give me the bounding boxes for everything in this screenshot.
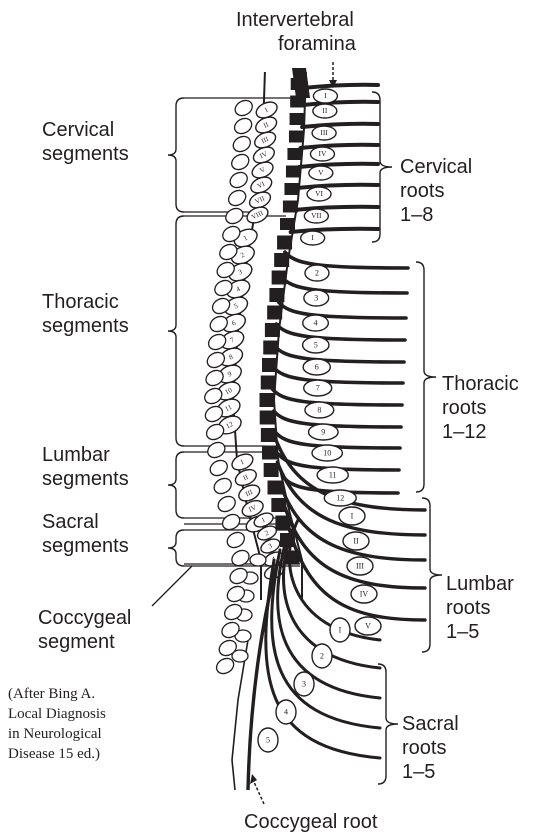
vertebral-body: [289, 131, 304, 143]
cervical-root: [303, 102, 378, 105]
vertebral-body: [261, 428, 276, 442]
sacral-vertebra-label: 5: [266, 735, 270, 744]
thoracic-vertebra-label: 6: [315, 362, 319, 371]
thoracic-root: [285, 252, 408, 268]
thoracic-vertebra-label: 7: [316, 383, 320, 392]
lamina: [207, 457, 230, 478]
lumbar-segments-bracket: [168, 452, 184, 518]
cervical-root: [302, 124, 378, 127]
cervical-vertebra-label: III: [320, 128, 328, 137]
sacral-vertebra-label: 2: [320, 651, 324, 660]
vertebral-body: [277, 236, 292, 250]
lumbar-vertebra-label: V: [365, 621, 371, 630]
vertebral-body: [260, 393, 275, 407]
lumbar-segments-label: Lumbar segments: [42, 443, 129, 491]
lumbar-roots-label: Lumbar roots 1–5: [446, 572, 514, 644]
coccygeal-segment-label: Coccygeal segment: [38, 606, 131, 654]
thoracic-vertebra-label: 10: [323, 448, 331, 457]
cervical-segments-label: Cervical segments: [42, 118, 129, 166]
cervical-roots-bracket: [372, 92, 392, 242]
sacral-vertebra-label: I: [339, 625, 342, 634]
cervical-root: [300, 145, 378, 148]
coccygeal-root-label: Coccygeal root: [244, 810, 377, 834]
sacral-segments-label: Sacral segments: [42, 510, 129, 558]
coccygeal-leader-line: [152, 566, 192, 606]
cervical-root: [299, 164, 378, 167]
thoracic-vertebra-label: 3: [314, 293, 318, 302]
lamina: [232, 115, 255, 136]
lumbar-vertebra-label: III: [356, 561, 364, 570]
lamina: [223, 205, 246, 226]
lamina: [229, 151, 252, 172]
thoracic-root: [275, 346, 404, 362]
vertebral-body: [280, 218, 295, 230]
lamina: [225, 529, 248, 550]
sacral-segments-bracket: [168, 530, 184, 566]
vertebral-body: [269, 288, 284, 302]
lumbar-vertebra-label: I: [351, 511, 354, 520]
cervical-root: [303, 85, 378, 88]
thoracic-roots-label: Thoracic roots 1–12: [442, 372, 519, 444]
lamina: [227, 169, 250, 190]
atlas-body: [292, 68, 310, 98]
thoracic-segments-bracket: [168, 216, 184, 446]
sacral-vertebra-label: 3: [302, 679, 306, 688]
vertebral-body: [264, 463, 279, 477]
thoracic-root: [274, 411, 401, 427]
coccygeal-arrowhead: [250, 774, 257, 784]
lamina: [215, 493, 238, 514]
lumbar-vertebra-label: IV: [360, 589, 369, 598]
thoracic-vertebra-label: 2: [315, 268, 319, 277]
cervical-vertebra-label: VI: [315, 189, 323, 198]
lower-segment: [250, 554, 266, 566]
lamina: [211, 475, 234, 496]
source-citation: (After Bing A. Local Diagnosis in Neurol…: [8, 684, 106, 764]
thoracic-vertebra-label: 5: [314, 340, 318, 349]
thoracic-root: [276, 324, 405, 340]
cervical-vertebra-label: II: [322, 106, 327, 115]
vertebral-body: [267, 306, 282, 320]
thoracic-root: [272, 389, 402, 405]
vertebral-body: [262, 446, 277, 460]
thoracic-segments-label: Thoracic segments: [42, 290, 129, 338]
coccygeal-arrow-line: [254, 782, 264, 804]
vertebral-body: [290, 113, 305, 125]
cervical-roots-label: Cervical roots 1–8: [400, 155, 472, 227]
thoracic-root: [279, 302, 406, 318]
cervical-vertebra-label: IV: [318, 149, 326, 158]
cervical-segments-bracket: [168, 98, 184, 212]
lamina: [231, 133, 254, 154]
lamina: [226, 187, 249, 208]
thoracic-vertebra-label: 9: [321, 427, 325, 436]
vertebral-body: [261, 376, 276, 390]
cervical-root: [294, 207, 378, 210]
intervertebral-foramina-label: Intervertebral foramina: [236, 8, 356, 56]
lumbar-roots-bracket: [422, 498, 442, 652]
sacral-roots-label: Sacral roots 1–5: [402, 712, 459, 784]
thoracic-vertebra-label: 12: [336, 493, 344, 502]
vertebral-body: [260, 411, 275, 425]
sacral-vertebra-label: 4: [284, 707, 288, 716]
cervical-root: [297, 185, 378, 188]
thoracic-vertebra-label: 11: [329, 470, 337, 479]
sacral-roots-bracket: [378, 664, 398, 784]
thoracic-vertebra-label: 4: [314, 318, 318, 327]
thoracic-root: [273, 367, 403, 383]
lamina: [232, 97, 255, 118]
cervical-root: [291, 229, 378, 232]
lamina: [205, 439, 228, 460]
thoracic-root: [282, 277, 407, 293]
thoracic-vertebra-label: 8: [317, 405, 321, 414]
cervical-vertebra-label: V: [318, 168, 324, 177]
lumbar-vertebra-label: II: [353, 536, 359, 545]
thoracic-roots-bracket: [416, 262, 436, 492]
cervical-vertebra-label: VII: [311, 211, 322, 220]
